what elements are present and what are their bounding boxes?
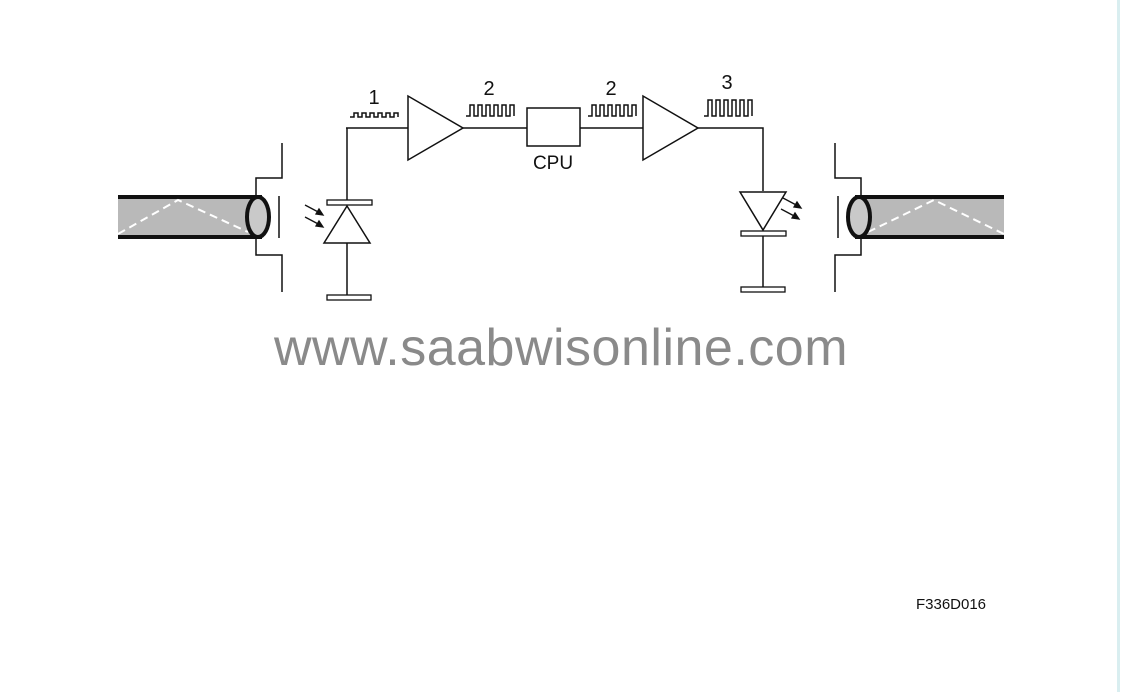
signal-waveform-1 <box>350 112 399 118</box>
figure-code: F336D016 <box>916 596 986 613</box>
right-connector <box>834 143 862 292</box>
amplifier-2 <box>642 94 700 162</box>
photodiode <box>322 128 373 301</box>
wire-transmitter-output <box>698 127 764 191</box>
left-connector <box>255 143 283 292</box>
signal-waveform-2b <box>588 104 637 117</box>
cpu-block <box>526 107 581 147</box>
led-transmitter <box>738 191 788 293</box>
signal-waveform-2a <box>466 104 515 117</box>
signal-label-3: 3 <box>721 72 732 94</box>
signal-waveform-3 <box>704 99 753 117</box>
cpu-label: CPU <box>533 153 573 174</box>
outgoing-light-arrows-icon <box>780 197 803 220</box>
right-fiber-cable <box>846 195 1005 239</box>
signal-label-1: 1 <box>368 87 379 109</box>
watermark-text: www.saabwisonline.com <box>273 319 848 377</box>
left-fiber-cable <box>117 195 271 239</box>
signal-label-2a: 2 <box>483 78 494 100</box>
right-edge-border <box>1117 0 1120 692</box>
amplifier-1 <box>407 94 465 162</box>
signal-label-2b: 2 <box>605 78 616 100</box>
incoming-light-arrows-icon <box>304 204 325 228</box>
